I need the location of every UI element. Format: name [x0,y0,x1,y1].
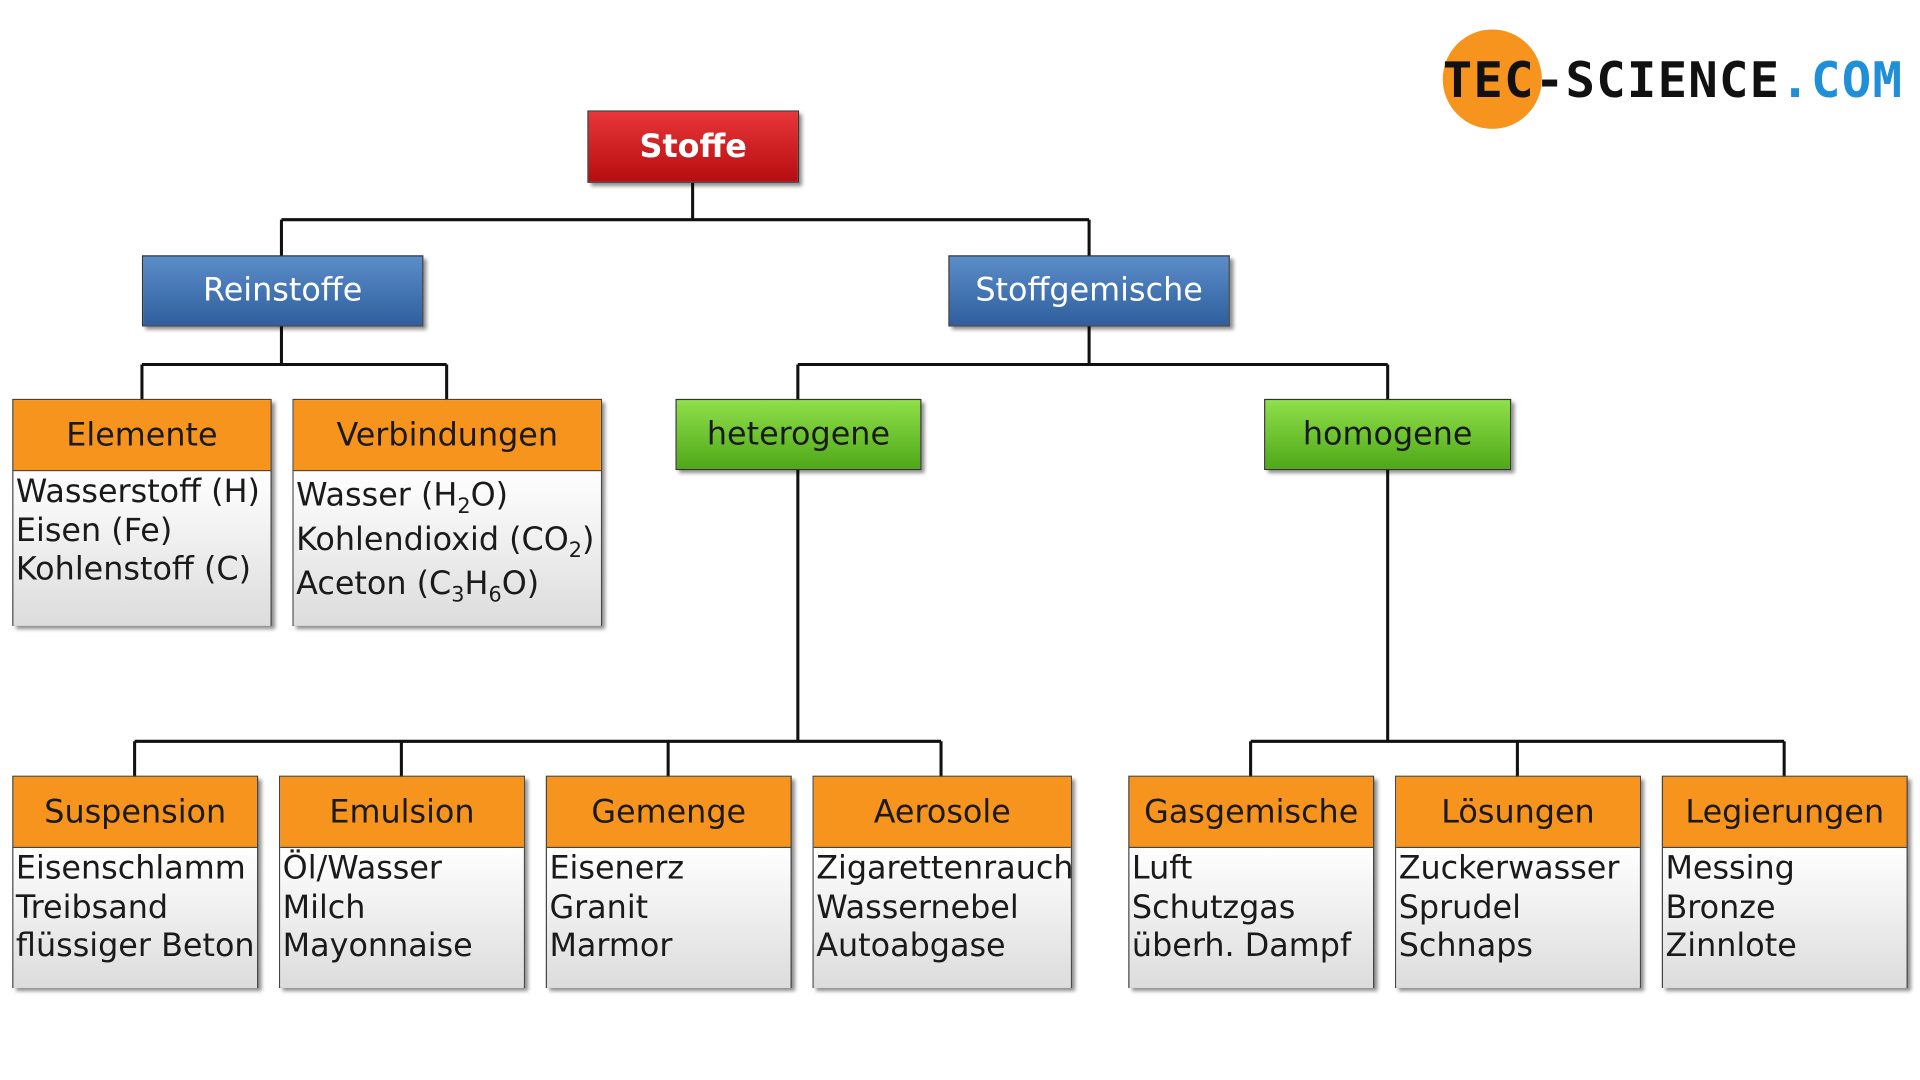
card-title: Gasgemische [1129,776,1373,849]
card-item: Eisenerz [549,850,685,888]
card-item: Bronze [1665,889,1776,926]
card-suspension: Suspension Eisenschlamm Treibsand flüssi… [12,775,259,988]
card-items: Eisenschlamm Treibsand flüssiger Beton [13,848,257,988]
card-item: Eisenschlamm [15,850,246,888]
card-aerosole: Aerosole Zigarettenrauch Wassernebel Aut… [812,775,1074,988]
logo-suffix: .COM [1780,52,1904,110]
card-item: Kohlendioxid (CO2) [296,521,595,564]
card-title: Elemente [13,400,271,472]
card-item: überh. Dampf [1131,927,1352,965]
card-item: Zinnlote [1665,927,1797,965]
card-item: Treibsand [15,889,169,926]
logo-circle-icon [1442,29,1542,129]
card-items: Messing Bronze Zinnlote [1663,848,1907,988]
card-gasgemische: Gasgemische Luft Schutzgas überh. Dampf [1128,775,1375,988]
card-legierungen: Legierungen Messing Bronze Zinnlote [1661,775,1908,988]
card-title: Lösungen [1396,776,1640,849]
card-items: Öl/Wasser Milch Mayonnaise [280,848,524,988]
card-items: Zuckerwasser Sprudel Schnaps [1396,848,1640,988]
card-item: Eisen (Fe) [15,512,173,550]
card-item: Milch [282,889,366,926]
card-item: Schutzgas [1131,889,1296,926]
card-item: Autoabgase [816,927,1006,965]
card-gemenge: Gemenge Eisenerz Granit Marmor [545,775,792,988]
card-item: Zigarettenrauch [816,850,1074,888]
card-items: Eisenerz Granit Marmor [546,848,791,988]
card-item: Wasser (H2O) [296,477,509,520]
card-item: Schnaps [1398,927,1533,965]
node-stoffgemische: Stoffgemische [948,255,1230,327]
card-item: Aceton (C3H6O) [296,565,540,608]
card-title: Verbindungen [293,400,601,472]
card-item: Öl/Wasser [282,850,443,888]
card-items: Wasser (H2O) Kohlendioxid (CO2) Aceton (… [293,471,601,626]
card-item: Wasserstoff (H) [15,473,260,511]
card-title: Emulsion [280,776,524,849]
root-node-stoffe: Stoffe [587,110,800,183]
card-loesungen: Lösungen Zuckerwasser Sprudel Schnaps [1395,775,1641,988]
card-item: Mayonnaise [282,927,473,965]
logo-text: TEC-SCIENCE.COM [1443,53,1903,109]
card-item: Marmor [549,927,673,965]
card-title: Legierungen [1663,776,1907,849]
card-item: flüssiger Beton [15,927,255,965]
card-items: Luft Schutzgas überh. Dampf [1129,848,1373,988]
card-item: Luft [1131,850,1193,888]
node-reinstoffe: Reinstoffe [141,255,424,327]
card-item: Wassernebel [816,889,1019,926]
card-item: Zuckerwasser [1398,850,1620,888]
card-items: Zigarettenrauch Wassernebel Autoabgase [813,848,1074,988]
card-item: Sprudel [1398,889,1521,926]
card-verbindungen: Verbindungen Wasser (H2O) Kohlendioxid (… [292,398,603,626]
card-item: Granit [549,889,649,926]
card-items: Wasserstoff (H) Eisen (Fe) Kohlenstoff (… [13,471,271,626]
node-heterogene: heterogene [675,398,922,471]
card-item: Messing [1665,850,1795,888]
card-title: Aerosole [813,776,1071,849]
card-item: Kohlenstoff (C) [15,551,251,588]
card-title: Suspension [13,776,257,849]
logo-name: TEC-SCIENCE [1442,52,1781,110]
node-homogene: homogene [1264,398,1512,471]
card-title: Gemenge [546,776,791,849]
card-emulsion: Emulsion Öl/Wasser Milch Mayonnaise [279,775,525,988]
card-elemente: Elemente Wasserstoff (H) Eisen (Fe) Kohl… [12,398,272,626]
